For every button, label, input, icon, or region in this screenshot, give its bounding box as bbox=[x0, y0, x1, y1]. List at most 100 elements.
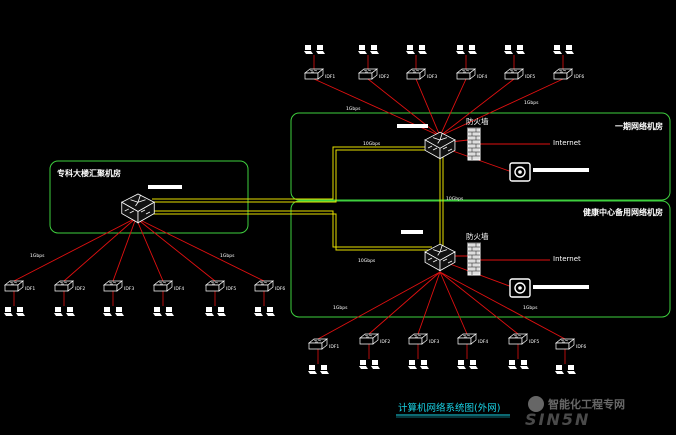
label-bar-main-server bbox=[533, 168, 589, 172]
idf-label: IDF5 bbox=[529, 339, 539, 345]
workstation-pair-icon bbox=[308, 365, 329, 374]
firewall-backup-icon bbox=[467, 242, 481, 276]
idf-label: IDF3 bbox=[427, 74, 437, 80]
idf-label: IDF1 bbox=[329, 344, 339, 350]
speed-label-left-a: 1Gbps bbox=[30, 253, 45, 259]
idf-access-switch: IDF2 bbox=[54, 280, 85, 316]
access-switch-icon bbox=[504, 68, 524, 80]
left-room-zone bbox=[49, 160, 249, 234]
firewall-links bbox=[449, 139, 550, 288]
access-switch-icon bbox=[103, 280, 123, 292]
backup-room-zone bbox=[290, 200, 671, 318]
idf-label: IDF3 bbox=[124, 286, 134, 292]
core-link-main-left-2 bbox=[152, 149, 432, 203]
core-link-backup-left bbox=[152, 210, 432, 248]
access-links bbox=[13, 78, 566, 340]
diagram-title: 计算机网络系统图(外网) bbox=[398, 402, 500, 414]
idf-label: IDF6 bbox=[576, 344, 586, 350]
access-switch-icon bbox=[304, 68, 324, 80]
access-switch-icon bbox=[555, 338, 575, 350]
workstation-pair-icon bbox=[408, 360, 429, 369]
label-bar-left-switch bbox=[148, 185, 182, 189]
access-switch-icon bbox=[508, 333, 528, 345]
core-link-backup-left-2 bbox=[152, 213, 432, 251]
speed-label-top-uplink: 1Gbps bbox=[346, 106, 361, 112]
idf-access-switch: IDF4 bbox=[457, 333, 488, 369]
label-bar-main-switch bbox=[397, 124, 428, 128]
core-links bbox=[152, 146, 444, 251]
idf-label: IDF2 bbox=[75, 286, 85, 292]
access-switch-icon bbox=[457, 333, 477, 345]
main-room-zone bbox=[290, 112, 671, 201]
workstation-pair-icon bbox=[555, 365, 576, 374]
idf-access-switch: IDF1 bbox=[4, 280, 35, 316]
idf-access-switch: IDF5 bbox=[205, 280, 236, 316]
idf-access-switch: IDF6 bbox=[553, 45, 584, 80]
idf-label: IDF2 bbox=[380, 339, 390, 345]
firewall-backup-label: 防火墙 bbox=[466, 231, 489, 241]
idf-group-left: IDF1 IDF2 IDF3 IDF4 IDF5 IDF6 bbox=[4, 280, 285, 316]
main-room-label: 一期网络机房 bbox=[615, 121, 663, 131]
idf-access-switch: IDF5 bbox=[508, 333, 539, 369]
label-bar-backup-server bbox=[533, 285, 589, 289]
internet-main-label: Internet bbox=[553, 139, 581, 147]
access-switch-icon bbox=[54, 280, 74, 292]
label-bar-backup-switch bbox=[401, 230, 423, 234]
workstation-pair-icon bbox=[504, 45, 525, 54]
idf-access-switch: IDF3 bbox=[408, 333, 439, 369]
workstation-pair-icon bbox=[457, 360, 478, 369]
idf-access-switch: IDF1 bbox=[308, 338, 339, 374]
speed-label-top-uplink-right: 1Gbps bbox=[524, 100, 539, 106]
idf-label: IDF4 bbox=[477, 74, 487, 80]
backup-room-label: 健康中心备用网络机房 bbox=[583, 207, 663, 217]
workstation-pair-icon bbox=[54, 307, 75, 316]
workstation-pair-icon bbox=[553, 45, 574, 54]
workstation-pair-icon bbox=[4, 307, 25, 316]
firewall-main-icon bbox=[467, 127, 481, 161]
speed-label-bottom-left: 1Gbps bbox=[333, 305, 348, 311]
workstation-pair-icon bbox=[304, 45, 325, 54]
watermark-brand: SIN5N bbox=[525, 410, 590, 429]
idf-access-switch: IDF3 bbox=[103, 280, 134, 316]
aggregation-switch-left-icon bbox=[120, 193, 156, 224]
idf-label: IDF1 bbox=[25, 286, 35, 292]
idf-access-switch: IDF4 bbox=[153, 280, 184, 316]
idf-label: IDF6 bbox=[574, 74, 584, 80]
workstation-pair-icon bbox=[153, 307, 174, 316]
core-switch-main-icon bbox=[424, 131, 456, 160]
speed-label-bottom-right: 1Gbps bbox=[523, 305, 538, 311]
access-switch-icon bbox=[308, 338, 328, 350]
workstation-pair-icon bbox=[205, 307, 226, 316]
access-switch-icon bbox=[254, 280, 274, 292]
speed-label-core-vertical: 10Gbps bbox=[446, 196, 464, 202]
idf-label: IDF5 bbox=[226, 286, 236, 292]
idf-label: IDF5 bbox=[525, 74, 535, 80]
idf-access-switch: IDF5 bbox=[504, 45, 535, 80]
idf-label: IDF3 bbox=[429, 339, 439, 345]
access-switch-icon bbox=[358, 68, 378, 80]
workstation-pair-icon bbox=[103, 307, 124, 316]
server-main-icon bbox=[509, 162, 531, 182]
speed-label-left-b: 1Gbps bbox=[220, 253, 235, 259]
access-switch-icon bbox=[4, 280, 24, 292]
idf-access-switch: IDF3 bbox=[406, 45, 437, 80]
speed-label-core-backup: 10Gbps bbox=[358, 258, 376, 264]
idf-label: IDF4 bbox=[478, 339, 488, 345]
core-link-main-left bbox=[152, 146, 432, 200]
workstation-pair-icon bbox=[508, 360, 529, 369]
workstation-pair-icon bbox=[456, 45, 477, 54]
watermark-text: 智能化工程专网 bbox=[548, 397, 625, 411]
idf-label: IDF6 bbox=[275, 286, 285, 292]
idf-label: IDF4 bbox=[174, 286, 184, 292]
idf-access-switch: IDF6 bbox=[254, 280, 285, 316]
workstation-pair-icon bbox=[406, 45, 427, 54]
core-switch-backup-icon bbox=[424, 243, 456, 272]
access-switch-icon bbox=[406, 68, 426, 80]
left-room-label: 专科大楼汇聚机房 bbox=[57, 168, 121, 178]
access-switch-icon bbox=[553, 68, 573, 80]
idf-access-switch: IDF2 bbox=[359, 333, 390, 369]
idf-access-switch: IDF6 bbox=[555, 338, 586, 374]
access-switch-icon bbox=[359, 333, 379, 345]
idf-access-switch: IDF1 bbox=[304, 45, 335, 80]
